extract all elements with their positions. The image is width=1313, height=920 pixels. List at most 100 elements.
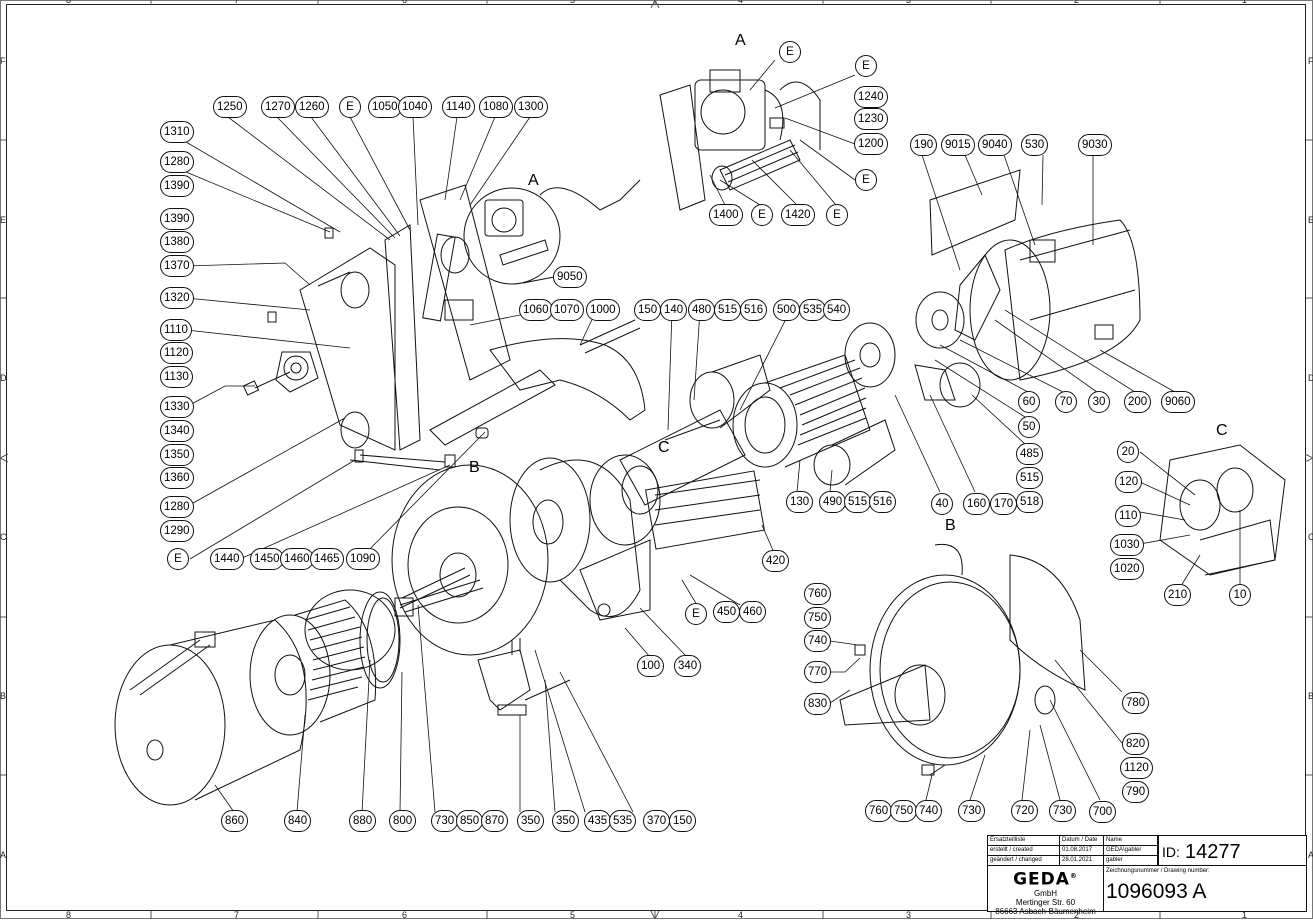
part-callout[interactable]: 840 xyxy=(284,810,312,832)
part-callout[interactable]: E xyxy=(751,204,773,226)
part-callout[interactable]: 1370 xyxy=(160,255,194,277)
part-callout[interactable]: 480 xyxy=(688,299,716,321)
part-callout[interactable]: 1280 xyxy=(160,496,194,518)
part-callout[interactable]: E xyxy=(826,204,848,226)
part-callout[interactable]: 1280 xyxy=(160,151,194,173)
part-callout[interactable]: 170 xyxy=(990,493,1018,515)
part-callout[interactable]: 9030 xyxy=(1078,134,1112,156)
part-callout[interactable]: 870 xyxy=(481,810,509,832)
part-callout[interactable]: E xyxy=(339,96,361,118)
part-callout[interactable]: 1340 xyxy=(160,420,194,442)
part-callout[interactable]: 1000 xyxy=(586,299,620,321)
part-callout[interactable]: 100 xyxy=(637,655,665,677)
part-callout[interactable]: 490 xyxy=(819,491,847,513)
part-callout[interactable]: 1270 xyxy=(261,96,295,118)
part-callout[interactable]: 110 xyxy=(1115,505,1142,527)
part-callout[interactable]: 1120 xyxy=(1120,757,1153,779)
part-callout[interactable]: 70 xyxy=(1055,391,1077,413)
part-callout[interactable]: 9060 xyxy=(1161,391,1195,413)
part-callout[interactable]: 1450 xyxy=(250,548,284,570)
part-callout[interactable]: 1290 xyxy=(160,520,194,542)
part-callout[interactable]: 850 xyxy=(456,810,484,832)
part-callout[interactable]: 1440 xyxy=(210,548,244,570)
part-callout[interactable]: 700 xyxy=(1089,801,1117,823)
part-callout[interactable]: 1310 xyxy=(160,121,194,143)
part-callout[interactable]: E xyxy=(779,41,801,63)
part-callout[interactable]: 750 xyxy=(804,607,832,629)
part-callout[interactable]: 1030 xyxy=(1110,534,1144,556)
part-callout[interactable]: 1250 xyxy=(213,96,247,118)
part-callout[interactable]: 820 xyxy=(1122,733,1150,755)
part-callout[interactable]: 1320 xyxy=(160,287,194,309)
part-callout[interactable]: 1380 xyxy=(160,231,194,253)
part-callout[interactable]: 740 xyxy=(804,630,832,652)
part-callout[interactable]: 790 xyxy=(1122,781,1150,803)
part-callout[interactable]: 1200 xyxy=(854,133,888,155)
part-callout[interactable]: 460 xyxy=(739,601,767,623)
part-callout[interactable]: 20 xyxy=(1117,441,1139,463)
part-callout[interactable]: 1110 xyxy=(160,319,192,341)
part-callout[interactable]: 515 xyxy=(844,491,872,513)
part-callout[interactable]: 740 xyxy=(915,800,943,822)
part-callout[interactable]: 516 xyxy=(740,299,768,321)
part-callout[interactable]: 535 xyxy=(799,299,827,321)
part-callout[interactable]: 530 xyxy=(1021,134,1049,156)
part-callout[interactable]: 340 xyxy=(674,655,702,677)
part-callout[interactable]: 130 xyxy=(786,491,814,513)
part-callout[interactable]: E xyxy=(685,603,707,625)
part-callout[interactable]: 60 xyxy=(1018,391,1040,413)
part-callout[interactable]: 535 xyxy=(609,810,637,832)
part-callout[interactable]: 516 xyxy=(869,491,897,513)
part-callout[interactable]: 450 xyxy=(713,601,741,623)
part-callout[interactable]: 9040 xyxy=(978,134,1012,156)
part-callout[interactable]: 50 xyxy=(1018,416,1040,438)
part-callout[interactable]: 435 xyxy=(584,810,612,832)
part-callout[interactable]: 200 xyxy=(1124,391,1152,413)
part-callout[interactable]: 515 xyxy=(1016,467,1044,489)
part-callout[interactable]: 760 xyxy=(865,800,893,822)
part-callout[interactable]: 800 xyxy=(389,810,417,832)
part-callout[interactable]: 1390 xyxy=(160,208,194,230)
part-callout[interactable]: 1040 xyxy=(398,96,432,118)
part-callout[interactable]: 150 xyxy=(634,299,662,321)
part-callout[interactable]: 420 xyxy=(762,550,790,572)
part-callout[interactable]: 1020 xyxy=(1110,558,1144,580)
part-callout[interactable]: 1090 xyxy=(346,548,380,570)
part-callout[interactable]: 9015 xyxy=(941,134,975,156)
part-callout[interactable]: 770 xyxy=(804,661,832,683)
part-callout[interactable]: 1120 xyxy=(160,342,193,364)
part-callout[interactable]: 30 xyxy=(1088,391,1110,413)
part-callout[interactable]: 750 xyxy=(890,800,918,822)
part-callout[interactable]: 150 xyxy=(669,810,697,832)
part-callout[interactable]: 485 xyxy=(1016,443,1044,465)
part-callout[interactable]: 1390 xyxy=(160,175,194,197)
part-callout[interactable]: 1080 xyxy=(479,96,513,118)
part-callout[interactable]: 1300 xyxy=(514,96,548,118)
part-callout[interactable]: 830 xyxy=(804,693,832,715)
part-callout[interactable]: 1330 xyxy=(160,396,194,418)
part-callout[interactable]: E xyxy=(855,169,877,191)
part-callout[interactable]: 350 xyxy=(552,810,580,832)
part-callout[interactable]: 1050 xyxy=(368,96,402,118)
part-callout[interactable]: 1460 xyxy=(280,548,314,570)
part-callout[interactable]: 860 xyxy=(221,810,249,832)
part-callout[interactable]: 518 xyxy=(1016,491,1044,513)
part-callout[interactable]: 1070 xyxy=(550,299,584,321)
part-callout[interactable]: 1420 xyxy=(781,204,815,226)
part-callout[interactable]: 1130 xyxy=(160,366,193,388)
part-callout[interactable]: E xyxy=(855,55,877,77)
part-callout[interactable]: 1260 xyxy=(295,96,329,118)
part-callout[interactable]: 1230 xyxy=(854,108,888,130)
part-callout[interactable]: 40 xyxy=(931,493,953,515)
part-callout[interactable]: 515 xyxy=(714,299,742,321)
part-callout[interactable]: 500 xyxy=(773,299,801,321)
part-callout[interactable]: 1465 xyxy=(310,548,344,570)
part-callout[interactable]: 9050 xyxy=(553,266,587,288)
part-callout[interactable]: 880 xyxy=(349,810,377,832)
part-callout[interactable]: 1350 xyxy=(160,444,194,466)
part-callout[interactable]: 720 xyxy=(1011,800,1039,822)
part-callout[interactable]: 160 xyxy=(963,493,991,515)
part-callout[interactable]: 1240 xyxy=(854,86,888,108)
part-callout[interactable]: 140 xyxy=(660,299,688,321)
part-callout[interactable]: 730 xyxy=(1049,800,1077,822)
